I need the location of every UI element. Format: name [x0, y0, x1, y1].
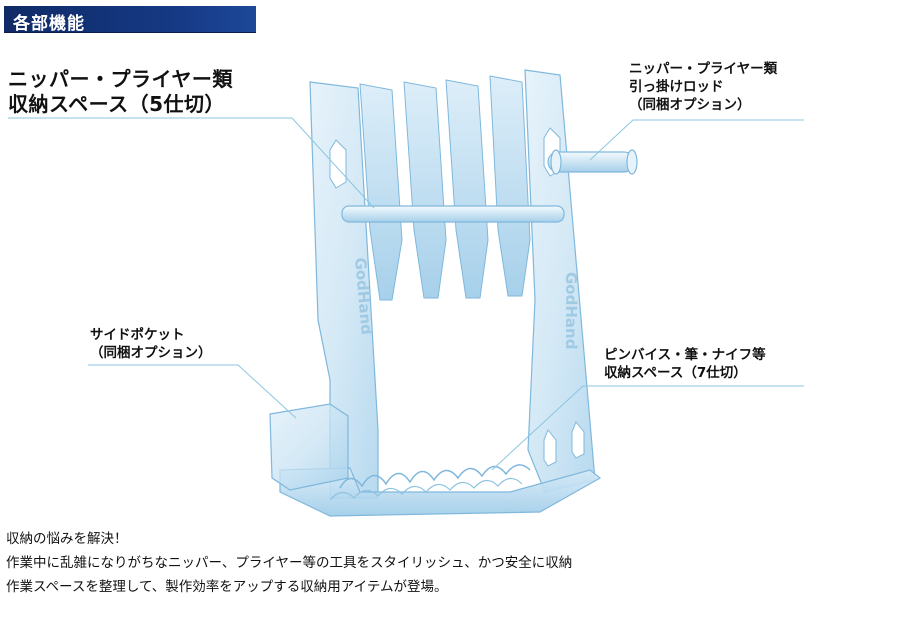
- callout-side-pocket: サイドポケット （同梱オプション）: [90, 326, 212, 362]
- callout-nipper-space-line-1: ニッパー・プライヤー類: [8, 67, 233, 91]
- leader-rod: [589, 119, 804, 161]
- crossbar: [341, 205, 565, 223]
- divider-blade-4: [489, 75, 531, 297]
- base-tray-slots-front: [329, 477, 523, 501]
- callout-side-pocket-line-1: サイドポケット: [90, 327, 185, 343]
- base-tray-slots: [339, 464, 531, 489]
- description-line-3: 作業スペースを整理して、製作効率をアップする収納用アイテムが登場。: [6, 579, 448, 595]
- right-side-panel: [524, 69, 596, 493]
- callout-nipper-space: ニッパー・プライヤー類 収納スペース（5仕切）: [8, 67, 233, 118]
- description-line-2: 作業中に乱雑になりがちなニッパー、プライヤー等の工具をスタイリッシュ、かつ安全に…: [6, 555, 573, 571]
- divider-blade-2: [403, 81, 447, 299]
- callout-rod-line-1: ニッパー・プライヤー類: [629, 61, 778, 77]
- engraving-right: GodHand: [562, 272, 580, 349]
- right-panel-notch-1: [543, 429, 557, 467]
- left-panel-slot: [329, 139, 347, 189]
- leader-pin-space: [491, 385, 804, 471]
- section-header: 各部機能: [4, 6, 256, 34]
- callout-pin-space-line-1: ピンバイス・筆・ナイフ等: [604, 347, 766, 363]
- description-line-1: 収納の悩みを解決！: [6, 531, 128, 547]
- hanging-rod-base: [550, 149, 562, 175]
- divider-blade-1: [359, 83, 403, 301]
- callout-pin-space: ピンバイス・筆・ナイフ等 収納スペース（7仕切）: [604, 346, 766, 382]
- callout-pin-space-line-2: 収納スペース（7仕切）: [604, 365, 747, 382]
- hanging-rod-end: [626, 149, 638, 175]
- leader-side-pocket: [88, 364, 297, 419]
- side-pocket: [269, 403, 349, 491]
- callout-nipper-space-line-2: 収納スペース（5仕切）: [8, 92, 226, 117]
- callout-rod-line-2: 引っ掛けロッド: [629, 79, 724, 96]
- callout-rod-line-3: （同梱オプション）: [629, 97, 751, 114]
- callout-side-pocket-line-2: （同梱オプション）: [90, 345, 212, 362]
- right-panel-notch-2: [571, 421, 585, 459]
- section-title: 各部機能: [13, 14, 85, 34]
- callout-rod: ニッパー・プライヤー類 引っ掛けロッド （同梱オプション）: [629, 60, 777, 115]
- divider-blade-3: [445, 79, 489, 299]
- leader-nipper-space: [8, 117, 375, 209]
- description: 収納の悩みを解決！ 作業中に乱雑になりがちなニッパー、プライヤー等の工具をスタイ…: [6, 527, 572, 599]
